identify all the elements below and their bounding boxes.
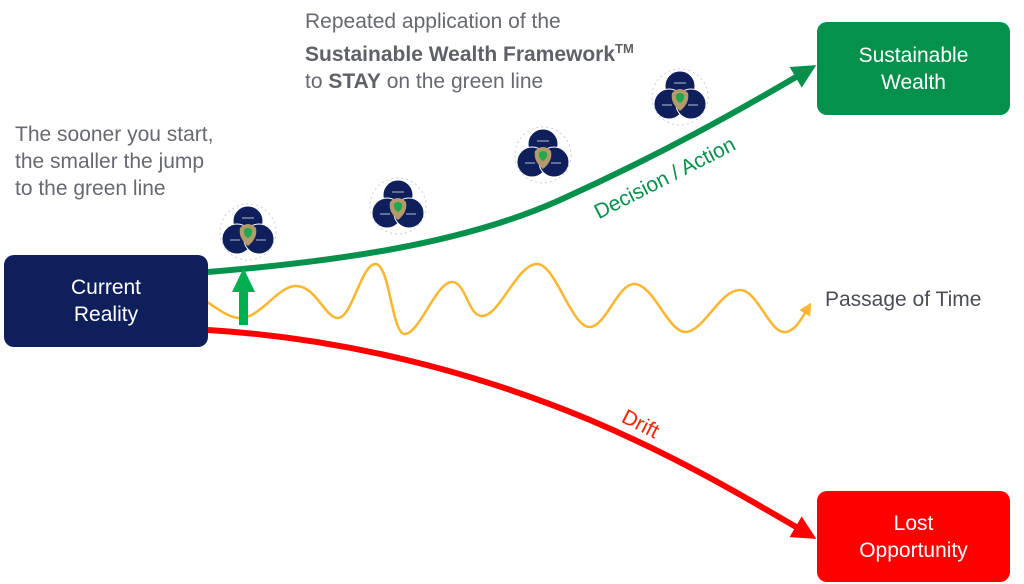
passage-of-time-label: Passage of Time [825, 288, 982, 311]
framework-icon [369, 177, 427, 235]
lost-opportunity-line2: Opportunity [859, 538, 968, 562]
sustainable-wealth-line1: Sustainable [858, 43, 969, 67]
sooner-note-line3: to the green line [15, 177, 166, 200]
sustainable-wealth-line2: Wealth [881, 70, 946, 94]
framework-note-stay: STAY [328, 70, 381, 93]
current-reality-line2: Reality [73, 303, 139, 326]
framework-icon [219, 203, 277, 261]
framework-note: Repeated application of the Sustainable … [305, 8, 634, 95]
time-wave-line [206, 262, 812, 336]
framework-note-line1: Repeated application of the [305, 10, 561, 33]
trademark-mark: TM [615, 41, 634, 56]
decision-curve [207, 65, 817, 275]
framework-note-line2: Sustainable Wealth FrameworkTM [305, 35, 634, 68]
framework-note-suffix: on the green line [380, 70, 544, 93]
current-reality-line1: Current [70, 276, 142, 299]
framework-note-line3: to STAY on the green line [305, 68, 634, 95]
lost-opportunity-line1: Lost [893, 511, 934, 535]
lost-opportunity-box: Lost Opportunity [817, 491, 1010, 582]
sooner-note-line2: the smaller the jump [15, 150, 205, 173]
sooner-note: The sooner you start, the smaller the ju… [15, 121, 213, 202]
jump-up-arrow [232, 268, 255, 325]
framework-icon [514, 126, 572, 184]
sooner-note-line1: The sooner you start, [15, 123, 214, 146]
drift-curve [207, 327, 817, 539]
current-reality-box: Current Reality [4, 255, 208, 347]
framework-name: Sustainable Wealth Framework [305, 43, 616, 66]
framework-note-prefix: to [305, 70, 329, 93]
sustainable-wealth-box: Sustainable Wealth [817, 22, 1010, 115]
framework-icon [651, 68, 709, 126]
